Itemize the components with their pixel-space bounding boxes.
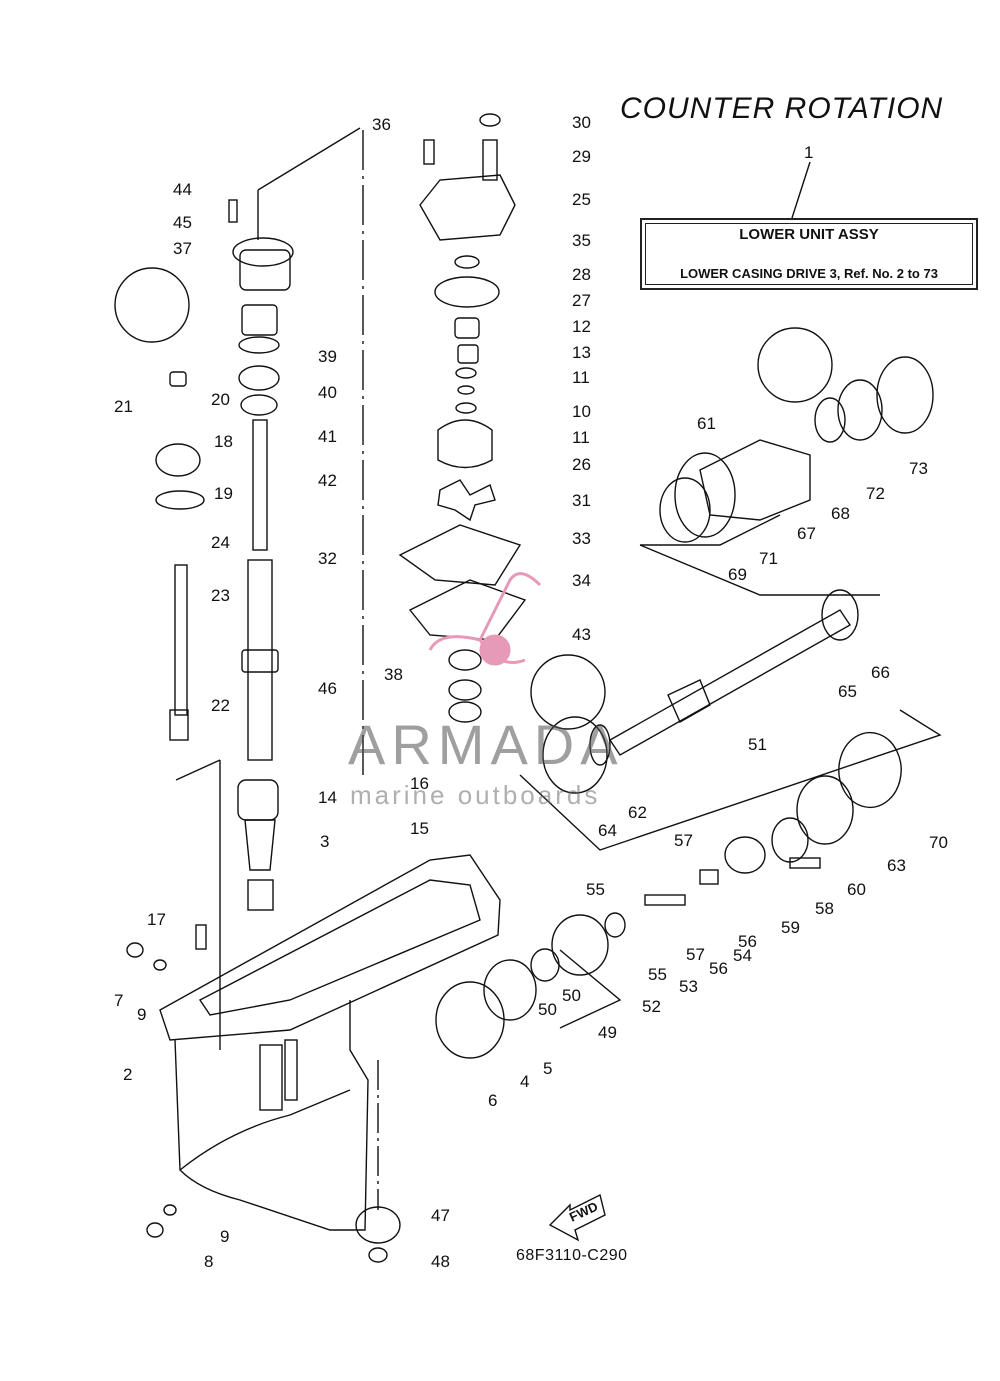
callout-56: 56 (738, 932, 757, 951)
callout-68: 68 (831, 504, 850, 523)
assembly-description: LOWER CASING DRIVE 3, Ref. No. 2 to 73 (680, 266, 938, 281)
callout-46: 46 (318, 679, 337, 698)
callout-58: 58 (815, 899, 834, 918)
diagram-code: 68F3110-C290 (516, 1247, 628, 1264)
diagram-title: COUNTER ROTATION (620, 92, 944, 125)
callout-37: 37 (173, 239, 192, 258)
callout-33: 33 (572, 529, 591, 548)
callout-31: 31 (572, 491, 591, 510)
callout-67: 67 (797, 524, 816, 543)
callout-62: 62 (628, 803, 647, 822)
callout-44: 44 (173, 180, 192, 199)
fwd-label: FWD (567, 1199, 600, 1225)
assembly-info-box: LOWER UNIT ASSY LOWER CASING DRIVE 3, Re… (640, 218, 978, 290)
callout-19: 19 (214, 484, 233, 503)
callout-39: 39 (318, 347, 337, 366)
callout-45: 45 (173, 213, 192, 232)
callout-61: 61 (697, 414, 716, 433)
callout-41: 41 (318, 427, 337, 446)
watermark-tagline: marine outboards (350, 780, 601, 810)
assembly-name: LOWER UNIT ASSY (739, 226, 879, 243)
lower-casing (159, 854, 501, 1231)
callout-56: 56 (709, 959, 728, 978)
callout-32: 32 (318, 549, 337, 568)
callout-9: 9 (137, 1005, 146, 1024)
callout-15: 15 (410, 819, 429, 838)
callout-64: 64 (598, 821, 617, 840)
callout-66: 66 (871, 663, 890, 682)
callout-18: 18 (214, 432, 233, 451)
assembly-leader: 1 (791, 143, 813, 219)
callout-36: 36 (372, 115, 391, 134)
callout-7: 7 (114, 991, 123, 1010)
callout-35: 35 (572, 231, 591, 250)
callout-8: 8 (204, 1252, 213, 1271)
callout-42: 42 (318, 471, 337, 490)
callout-29: 29 (572, 147, 591, 166)
callout-71: 71 (759, 549, 778, 568)
callout-50: 50 (538, 1000, 557, 1019)
callout-55: 55 (648, 965, 667, 984)
callout-28: 28 (572, 265, 591, 284)
callout-55: 55 (586, 880, 605, 899)
callout-3: 3 (320, 832, 329, 851)
callout-48: 48 (431, 1252, 450, 1271)
callout-11: 11 (572, 428, 590, 447)
brand-logo-mark (428, 572, 542, 666)
callout-50: 50 (562, 986, 581, 1005)
callout-65: 65 (838, 682, 857, 701)
callout-2: 2 (123, 1065, 132, 1084)
callout-59: 59 (781, 918, 800, 937)
callout-25: 25 (572, 190, 591, 209)
callout-51: 51 (748, 735, 767, 754)
callout-5: 5 (543, 1059, 552, 1078)
callout-23: 23 (211, 586, 230, 605)
callout-73: 73 (909, 459, 928, 478)
callout-27: 27 (572, 291, 591, 310)
callout-21: 21 (114, 397, 133, 416)
callout-38: 38 (384, 665, 403, 684)
callout-labels: 3029253528271213111011263133344338364445… (114, 113, 948, 1271)
callout-53: 53 (679, 977, 698, 996)
assembly-part-number: 1 (804, 143, 813, 162)
callout-17: 17 (147, 910, 166, 929)
callout-13: 13 (572, 343, 591, 362)
callout-4: 4 (520, 1072, 529, 1091)
callout-60: 60 (847, 880, 866, 899)
callout-24: 24 (211, 533, 230, 552)
callout-52: 52 (642, 997, 661, 1016)
callout-43: 43 (572, 625, 591, 644)
callout-69: 69 (728, 565, 747, 584)
callout-70: 70 (929, 833, 948, 852)
callout-6: 6 (488, 1091, 497, 1110)
callout-20: 20 (211, 390, 230, 409)
callout-54: 54 (733, 946, 752, 965)
callout-72: 72 (866, 484, 885, 503)
watermark-brand: ARMADA (348, 713, 624, 776)
callout-57: 57 (674, 831, 693, 850)
callout-40: 40 (318, 383, 337, 402)
callout-30: 30 (572, 113, 591, 132)
callout-11: 11 (572, 368, 590, 387)
callout-14: 14 (318, 788, 337, 807)
callout-22: 22 (211, 696, 230, 715)
callout-12: 12 (572, 317, 591, 336)
callout-10: 10 (572, 402, 591, 421)
callout-57: 57 (686, 945, 705, 964)
callout-47: 47 (431, 1206, 450, 1225)
callout-34: 34 (572, 571, 591, 590)
callout-16: 16 (410, 774, 429, 793)
callout-49: 49 (598, 1023, 617, 1042)
callout-9: 9 (220, 1227, 229, 1246)
callout-26: 26 (572, 455, 591, 474)
callout-63: 63 (887, 856, 906, 875)
